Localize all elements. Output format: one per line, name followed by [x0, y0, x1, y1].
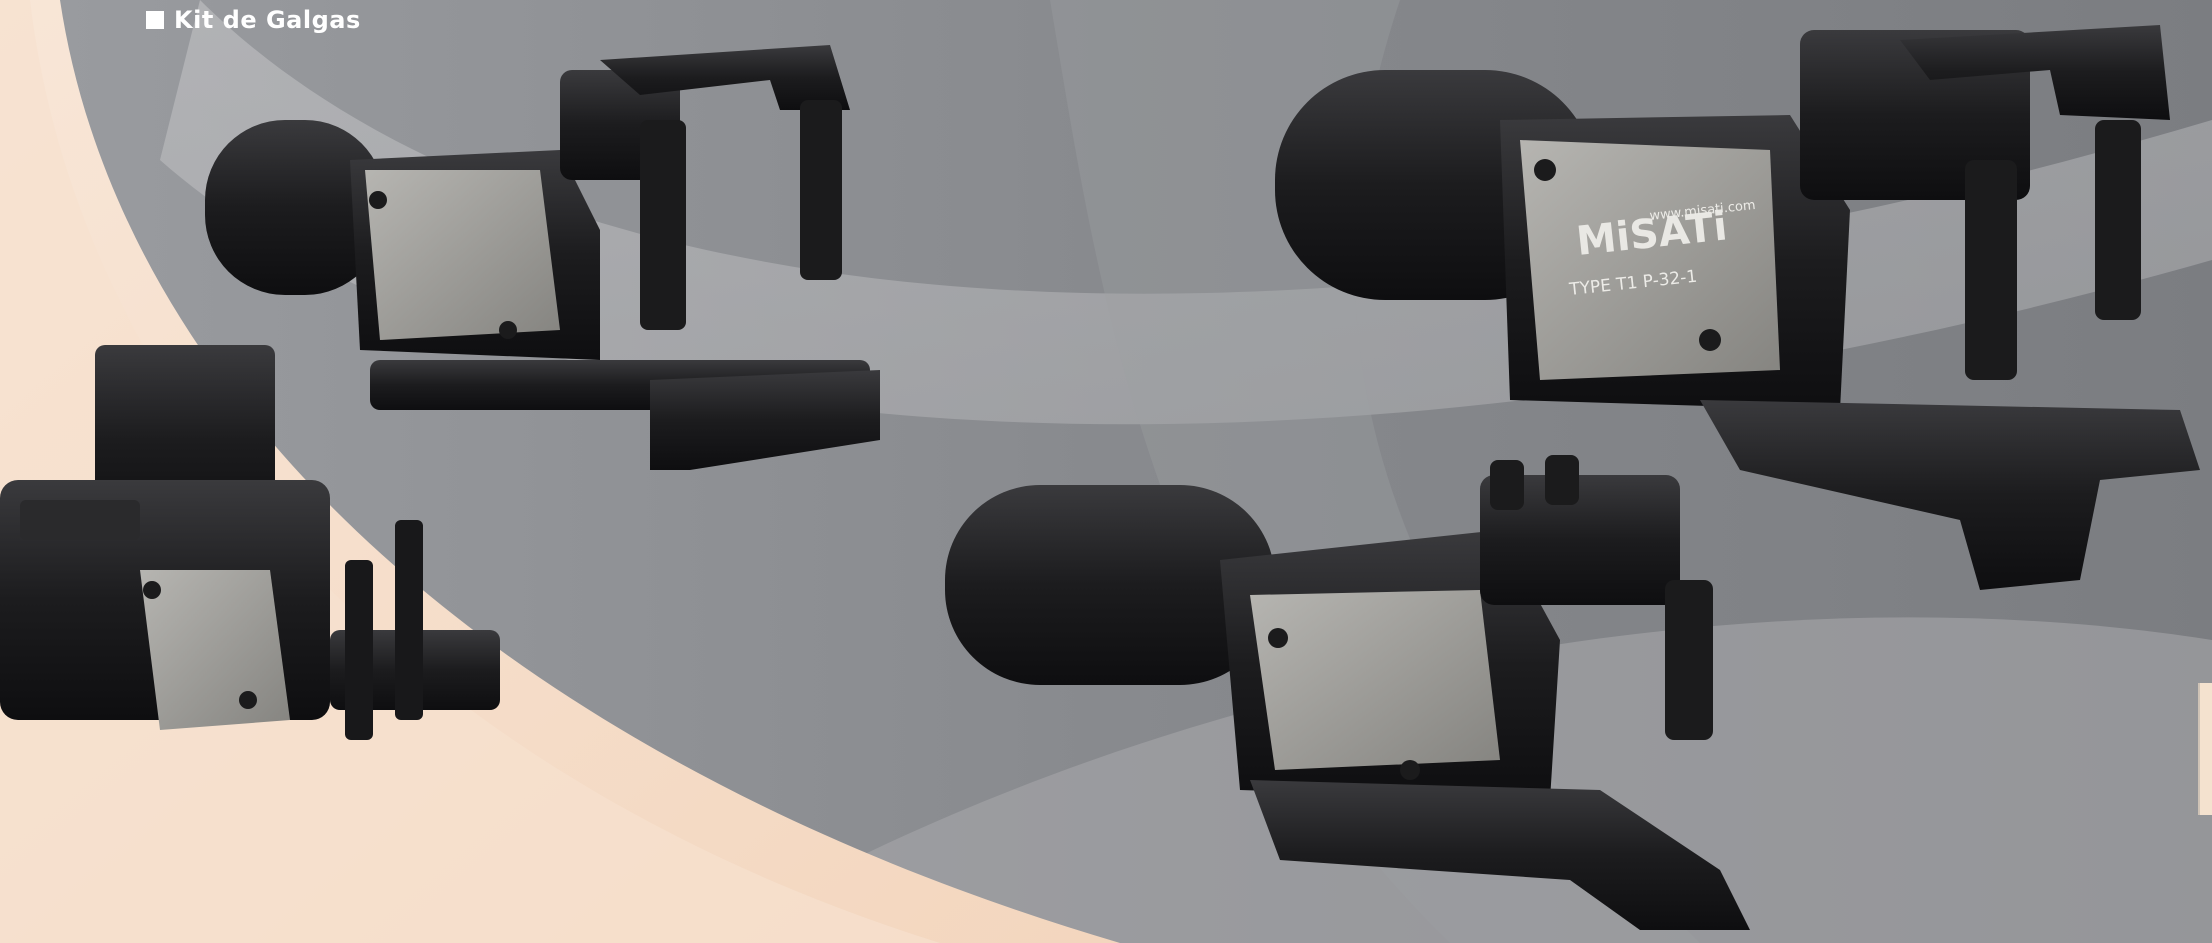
product-top-right-clamp: MiSATi www.misati.com TYPE T1 P-32-1 [1275, 25, 2200, 590]
product-bottom-clamp [945, 455, 1750, 930]
side-tab[interactable] [2198, 683, 2212, 815]
page-header: Kit de Galgas [146, 6, 361, 34]
product-center-clamp [205, 45, 880, 470]
product-left-clamp [0, 345, 500, 740]
square-bullet-icon [146, 11, 164, 29]
page-title: Kit de Galgas [174, 6, 361, 34]
